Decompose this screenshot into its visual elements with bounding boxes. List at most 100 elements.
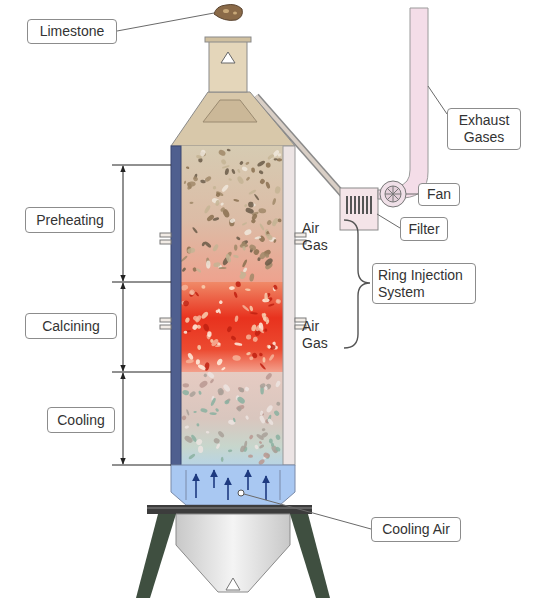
stone-speckle	[267, 418, 274, 426]
stone-speckle	[183, 331, 187, 334]
air-flow-arrows	[196, 470, 266, 500]
stone-speckle	[192, 315, 199, 322]
stone-speckle	[258, 170, 264, 175]
shaft-wall-right	[283, 146, 295, 465]
stone-speckle	[186, 409, 190, 416]
limestone-spot	[223, 9, 229, 13]
stone-speckle	[274, 186, 281, 194]
stone-speckle	[187, 184, 192, 190]
stone-speckle	[227, 149, 231, 152]
stone-speckle	[193, 411, 197, 413]
bracket-arrow	[123, 166, 124, 281]
feed-valve	[221, 52, 235, 63]
stone-speckle	[196, 423, 199, 427]
discharge-hopper	[176, 514, 290, 592]
stone-speckle	[198, 380, 208, 390]
stone-speckle	[236, 236, 241, 241]
leader-line	[406, 194, 418, 195]
stone-speckle	[275, 446, 282, 452]
stone-speckle	[264, 328, 267, 332]
discharge-valve	[226, 578, 240, 590]
stone-speckle	[218, 300, 223, 305]
stone-speckle	[248, 243, 257, 251]
stone-speckle	[212, 244, 219, 253]
stone-speckle	[273, 239, 277, 244]
injector-tab	[160, 233, 171, 237]
chute-lip	[205, 37, 251, 42]
stone-speckle	[242, 245, 246, 251]
stone-speckle	[277, 158, 282, 161]
limestone-spot	[233, 12, 237, 15]
stone-speckle	[220, 202, 224, 206]
stone-speckle	[229, 218, 236, 224]
stone-speckle	[220, 158, 227, 165]
air-arrow	[227, 478, 229, 500]
leader-line	[117, 13, 214, 31]
stone-speckle	[221, 457, 224, 462]
stone-speckle	[217, 430, 225, 438]
callout-box: Ring Injection System	[372, 263, 476, 304]
leader-line	[428, 86, 447, 114]
stone-bed	[180, 149, 282, 466]
zone-brackets	[112, 165, 171, 465]
stone-speckle	[241, 166, 248, 172]
callout-box: Filter	[400, 217, 448, 241]
callout-text: Preheating	[31, 212, 109, 229]
air-box-ribs	[186, 470, 280, 500]
cooling-air-box	[171, 465, 295, 505]
stone-speckle	[264, 257, 274, 267]
stone-speckle	[235, 281, 241, 287]
callout-box: Limestone	[27, 19, 117, 44]
stone-speckle	[204, 362, 210, 371]
stone-speckle	[262, 357, 265, 363]
stone-speckle	[181, 415, 187, 421]
injector-tab	[160, 318, 171, 322]
stone-speckle	[254, 193, 260, 200]
stone-speckle	[238, 271, 247, 280]
stone-speckle	[254, 236, 261, 240]
callout-box: Exhaust Gases	[447, 108, 521, 150]
stone-speckle	[257, 257, 261, 262]
stone-speckle	[203, 373, 208, 378]
stone-speckle	[192, 175, 199, 182]
support-leg	[290, 514, 330, 598]
stone-speckle	[213, 437, 221, 444]
stone-speckle	[262, 312, 266, 316]
stone-speckle	[273, 410, 280, 417]
stone-speckle	[259, 382, 266, 388]
stone-speckle	[184, 425, 189, 429]
stone-speckle	[210, 338, 219, 347]
stone-speckle	[266, 219, 273, 226]
air-arrow	[213, 470, 215, 488]
stone-speckle	[222, 383, 231, 393]
stone-speckle	[275, 380, 281, 388]
bracket-arrow	[123, 283, 124, 371]
stone-speckle	[271, 443, 275, 447]
stone-speckle	[180, 255, 188, 262]
stone-speckle	[277, 153, 282, 157]
stone-speckle	[225, 253, 232, 263]
callout-text: Filter	[406, 221, 442, 238]
stone-speckle	[249, 273, 255, 282]
stone-speckle	[242, 304, 250, 312]
fan-rotor	[385, 186, 401, 202]
stone-speckle	[188, 289, 196, 298]
stone-speckle	[231, 168, 236, 174]
stone-speckle	[254, 444, 259, 450]
feed-chute	[209, 40, 247, 92]
stone-speckle	[263, 452, 271, 459]
stone-speckle	[222, 165, 230, 169]
callout-text: Limestone	[33, 23, 111, 40]
stone-speckle	[232, 355, 241, 362]
filter-bag	[350, 196, 352, 214]
stone-speckle	[258, 444, 264, 450]
stone-speckle	[265, 372, 273, 380]
stone-speckle	[182, 300, 189, 307]
stone-speckle	[245, 161, 250, 165]
stone-speckle	[236, 175, 244, 185]
support-leg	[136, 514, 176, 598]
stone-speckle	[265, 253, 269, 258]
stone-speckle	[185, 317, 191, 323]
callout-box: Calcining	[25, 313, 117, 339]
stone-speckle	[213, 262, 221, 268]
